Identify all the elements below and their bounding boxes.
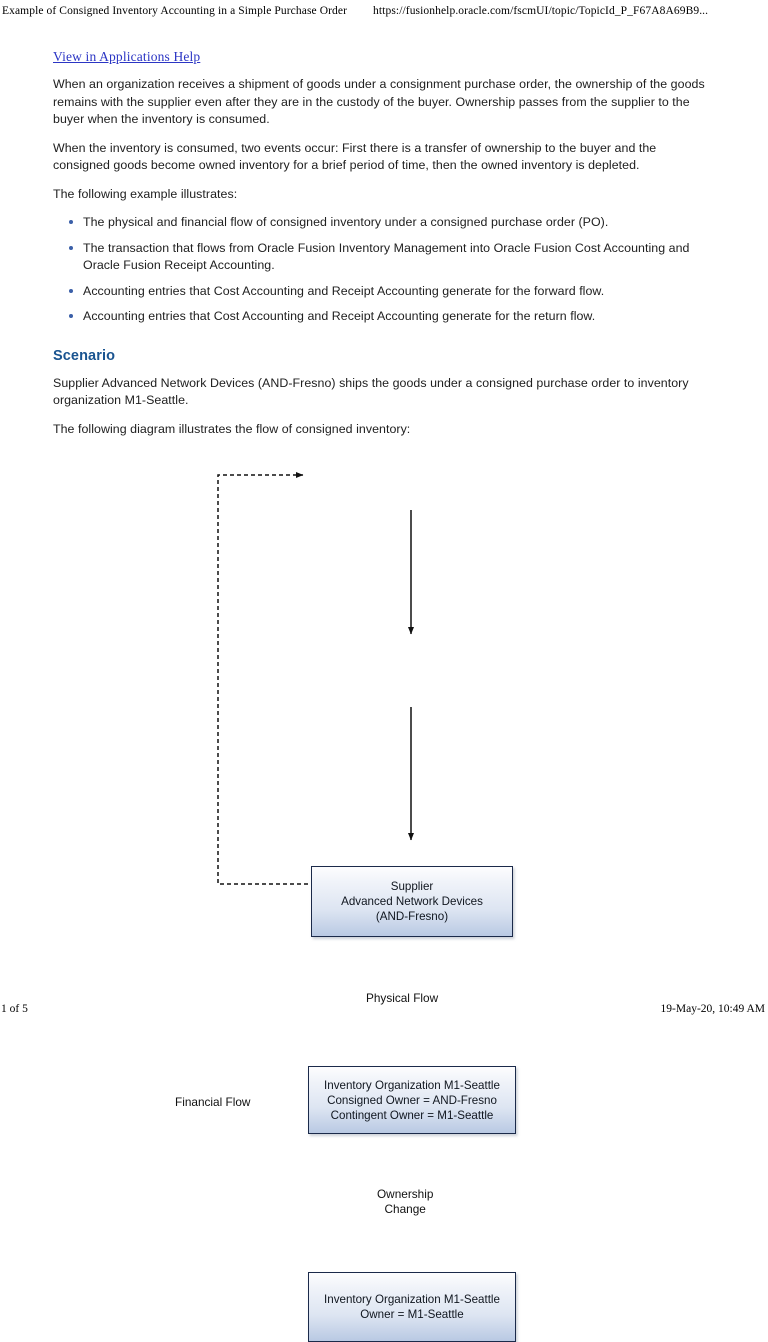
diagram-connectors — [217, 471, 415, 885]
print-header: Example of Consigned Inventory Accountin… — [0, 0, 768, 22]
edge-label-ownership-change: Ownership Change — [377, 1187, 433, 1217]
edge-label-ownership-change-line-1: Ownership — [377, 1187, 434, 1201]
list-item-label: Accounting entries that Cost Accounting … — [83, 283, 605, 298]
paragraph-example-intro: The following example illustrates: — [53, 186, 238, 201]
bullet-dot-icon — [69, 220, 73, 224]
paragraph-consignment-ownership: When an organization receives a shipment… — [53, 77, 705, 126]
node-consigned-line-3: Contingent Owner = M1-Seattle — [330, 1108, 494, 1122]
print-header-title: Example of Consigned Inventory Accountin… — [2, 5, 348, 17]
node-supplier-line-1: Supplier — [390, 880, 434, 893]
page-number: 1 of 5 — [1, 1003, 28, 1015]
list-item-label: The physical and financial flow of consi… — [83, 215, 609, 229]
list-item: Accounting entries that Cost Accounting … — [69, 308, 713, 326]
edge-label-ownership-change-line-2: Change — [384, 1202, 426, 1216]
node-supplier-line-3: (AND-Fresno) — [375, 910, 449, 923]
list-item-label: The transaction that flows from Oracle F… — [83, 240, 690, 273]
list-item: The physical and financial flow of consi… — [69, 214, 713, 232]
print-timestamp: 19-May-20, 10:49 AM — [660, 1003, 765, 1015]
node-consigned-line-2: Consigned Owner = AND-Fresno — [327, 1093, 497, 1107]
node-consigned-line-1: Inventory Organization M1-Seattle — [324, 1078, 500, 1092]
list-item-label: Accounting entries that Cost Accounting … — [83, 309, 596, 323]
list-item: Accounting entries that Cost Accounting … — [69, 283, 713, 301]
node-supplier-line-2: Advanced Network Devices — [341, 895, 483, 908]
paragraph-diagram-intro: The following diagram illustrates the fl… — [53, 421, 411, 436]
section-heading-scenario: Scenario — [53, 347, 116, 364]
example-bullet-list: The physical and financial flow of consi… — [53, 214, 713, 326]
node-owned-line-1: Inventory Organization M1-Seattle — [324, 1293, 500, 1306]
bullet-dot-icon — [69, 245, 73, 250]
document-body: View in Applications Help When an organi… — [53, 48, 713, 438]
edge-label-physical-flow: Physical Flow — [366, 991, 439, 1005]
print-header-url: https://fusionhelp.oracle.com/fscmUI/top… — [373, 5, 709, 17]
paragraph-consumption-events: When the inventory is consumed, two even… — [53, 140, 657, 173]
view-in-applications-help-link[interactable]: View in Applications Help — [53, 49, 201, 64]
bullet-dot-icon — [69, 314, 73, 318]
edge-label-financial-flow: Financial Flow — [175, 1095, 251, 1109]
print-footer: 1 of 5 19-May-20, 10:49 AM — [0, 1003, 768, 1015]
node-owned-line-2: Owner = M1-Seattle — [360, 1308, 464, 1321]
diagram-node-supplier[interactable]: Supplier Advanced Network Devices (AND-F… — [311, 866, 513, 937]
bullet-dot-icon — [69, 288, 73, 293]
consigned-inventory-flow-diagram: Supplier Advanced Network Devices (AND-F… — [0, 425, 768, 1342]
diagram-node-consigned-inventory-org[interactable]: Inventory Organization M1-Seattle Consig… — [308, 1066, 516, 1134]
diagram-node-owned-inventory-org[interactable]: Inventory Organization M1-Seattle Owner … — [308, 1272, 516, 1342]
paragraph-scenario-description: Supplier Advanced Network Devices (AND-F… — [53, 375, 689, 408]
arrow-financial-flow — [217, 471, 308, 885]
list-item: The transaction that flows from Oracle F… — [69, 240, 713, 275]
